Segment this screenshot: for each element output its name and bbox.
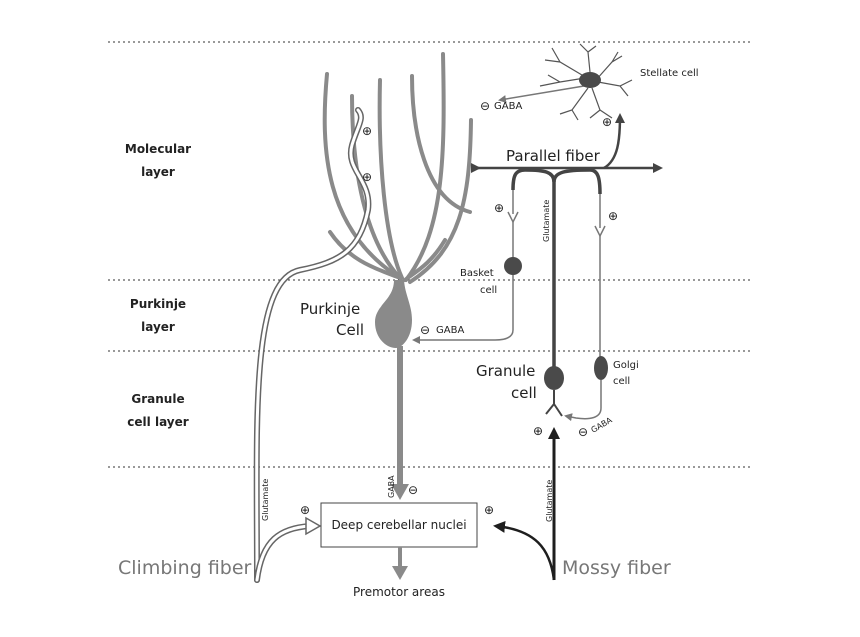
granule-excitatory-sign: ⊕ [533,424,543,438]
purkinje-dendrites [322,52,473,284]
granule-glutamate-label: Glutamate [542,200,551,242]
parallel-to-stellate [603,113,625,170]
golgi-cell-label-1: Golgi [613,360,639,371]
golgi-axon [564,380,602,422]
deep-nuclei-label: Deep cerebellar nuclei [331,518,466,532]
stellate-soma [579,72,601,88]
granule-axon [511,168,602,370]
climbing-fiber-arrowhead [305,516,322,536]
golgi-cell-label-2: cell [613,376,630,387]
climbing-excitatory-sign-3: ⊕ [300,503,310,517]
golgi-soma [594,356,608,380]
basket-soma [504,257,522,275]
purkinje-label-2: Cell [336,321,364,339]
layer-label-purkinje-1: Purkinje [130,297,186,311]
stellate-cell [498,43,633,121]
golgi-inhibitory-sign: ⊖ [578,425,588,439]
parallel-fiber-label: Parallel fiber [506,147,601,165]
purkinje-gaba-label: GABA [387,475,396,498]
climbing-excitatory-sign-1: ⊕ [362,124,372,138]
stellate-inhibitory-sign: ⊖ [480,99,490,113]
stellate-gaba-label: GABA [494,101,522,112]
mossy-fiber-branch [493,520,556,581]
layer-label-granule-2: cell layer [127,415,188,429]
basket-cell-label-2: cell [480,285,497,296]
stellate-cell-label: Stellate cell [640,68,699,79]
purkinje-label-1: Purkinje [300,300,360,318]
basket-excitatory-sign: ⊕ [494,201,504,215]
mossy-glutamate-label: Glutamate [545,480,554,522]
layer-label-molecular-2: layer [141,165,175,179]
golgi-excitatory-sign: ⊕ [608,209,618,223]
granule-soma [544,366,564,390]
layer-label-granule-1: Granule [131,392,184,406]
layer-dividers [108,41,752,468]
premotor-arrowhead [392,566,408,580]
premotor-label: Premotor areas [353,585,445,599]
purkinje-inhibitory-sign: ⊖ [408,483,418,497]
climbing-fiber-label: Climbing fiber [118,557,252,579]
climbing-glutamate-label: Glutamate [261,479,270,521]
deep-nuclei-box [320,502,478,548]
granule-dendrite [545,390,563,417]
climbing-fiber [253,107,372,583]
mossy-fiber-label: Mossy fiber [562,557,671,579]
purkinje-soma [375,280,412,348]
purkinje-axon-arrowhead [391,484,409,500]
basket-inhibitory-sign: ⊖ [420,323,430,337]
layer-label-molecular-1: Molecular [125,142,191,156]
stellate-excitatory-sign: ⊕ [602,115,612,129]
basket-gaba-label: GABA [436,325,464,336]
layer-label-purkinje-2: layer [141,320,175,334]
basket-cell-label-1: Basket [460,268,494,279]
granule-cell-label-2: cell [511,384,537,402]
mossy-excitatory-sign: ⊕ [484,503,494,517]
climbing-excitatory-sign-2: ⊕ [362,170,372,184]
granule-cell-label-1: Granule [476,362,535,380]
basket-axon [412,275,514,344]
